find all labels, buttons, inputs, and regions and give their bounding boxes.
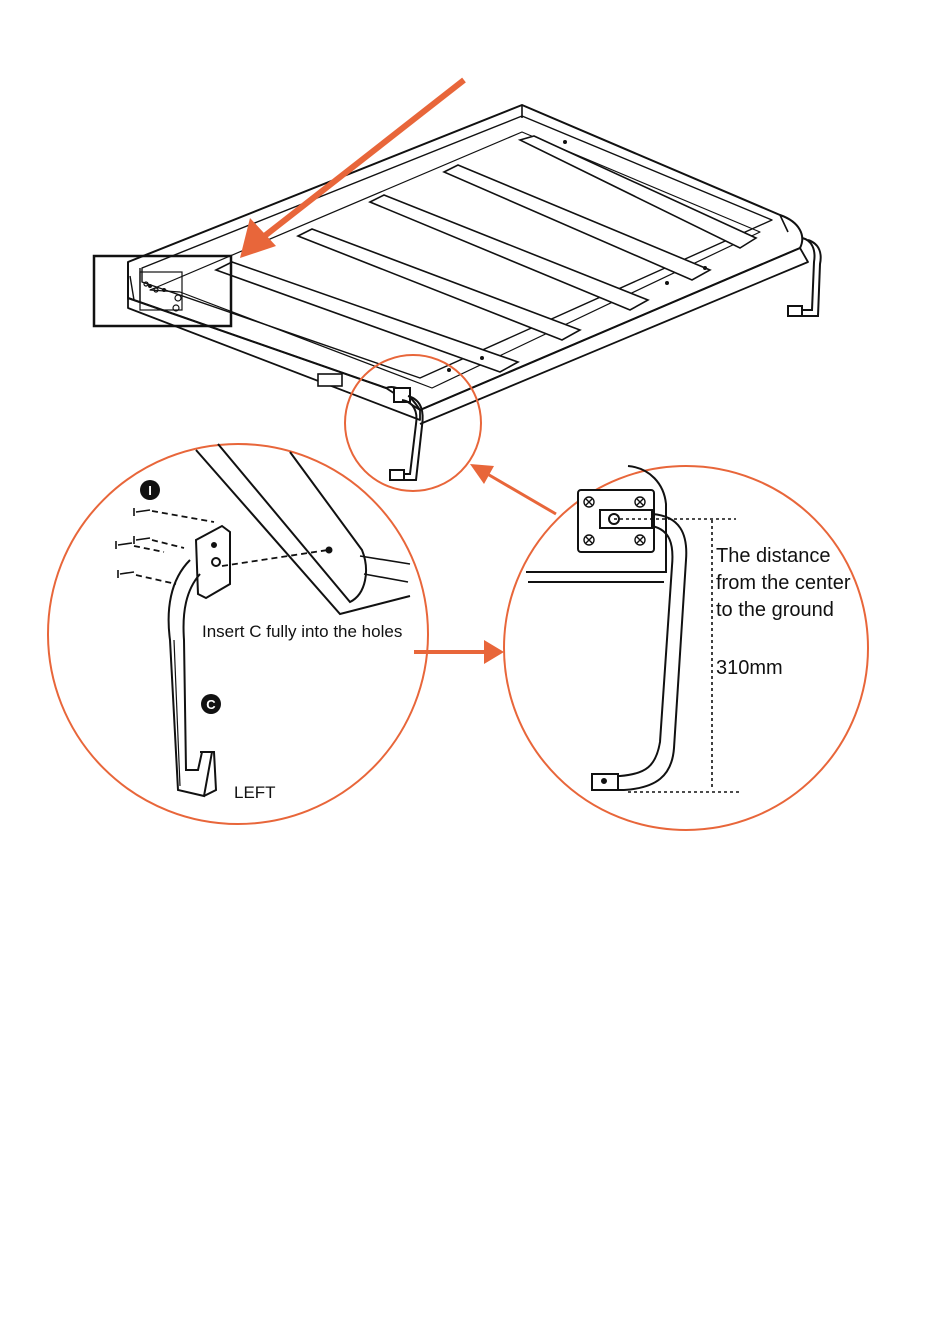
part-c-label: C xyxy=(206,697,216,712)
frame-block xyxy=(318,374,342,386)
zoom-arrow-icon xyxy=(484,472,556,514)
insert-instruction: Insert C fully into the holes xyxy=(202,622,402,641)
distance-label-line1: The distance xyxy=(716,545,831,567)
part-i-label: I xyxy=(148,483,152,498)
near-leg xyxy=(390,388,423,480)
distance-label-line3: to the ground xyxy=(716,599,834,621)
detail-arrowhead-icon xyxy=(484,640,504,664)
right-detail xyxy=(526,466,686,790)
left-detail xyxy=(116,444,410,796)
right-detail-circle xyxy=(504,466,868,830)
side-label: LEFT xyxy=(234,783,276,802)
screw-icon xyxy=(116,508,150,578)
distance-label-line2: from the center xyxy=(716,572,851,594)
distance-value: 310mm xyxy=(716,657,783,679)
